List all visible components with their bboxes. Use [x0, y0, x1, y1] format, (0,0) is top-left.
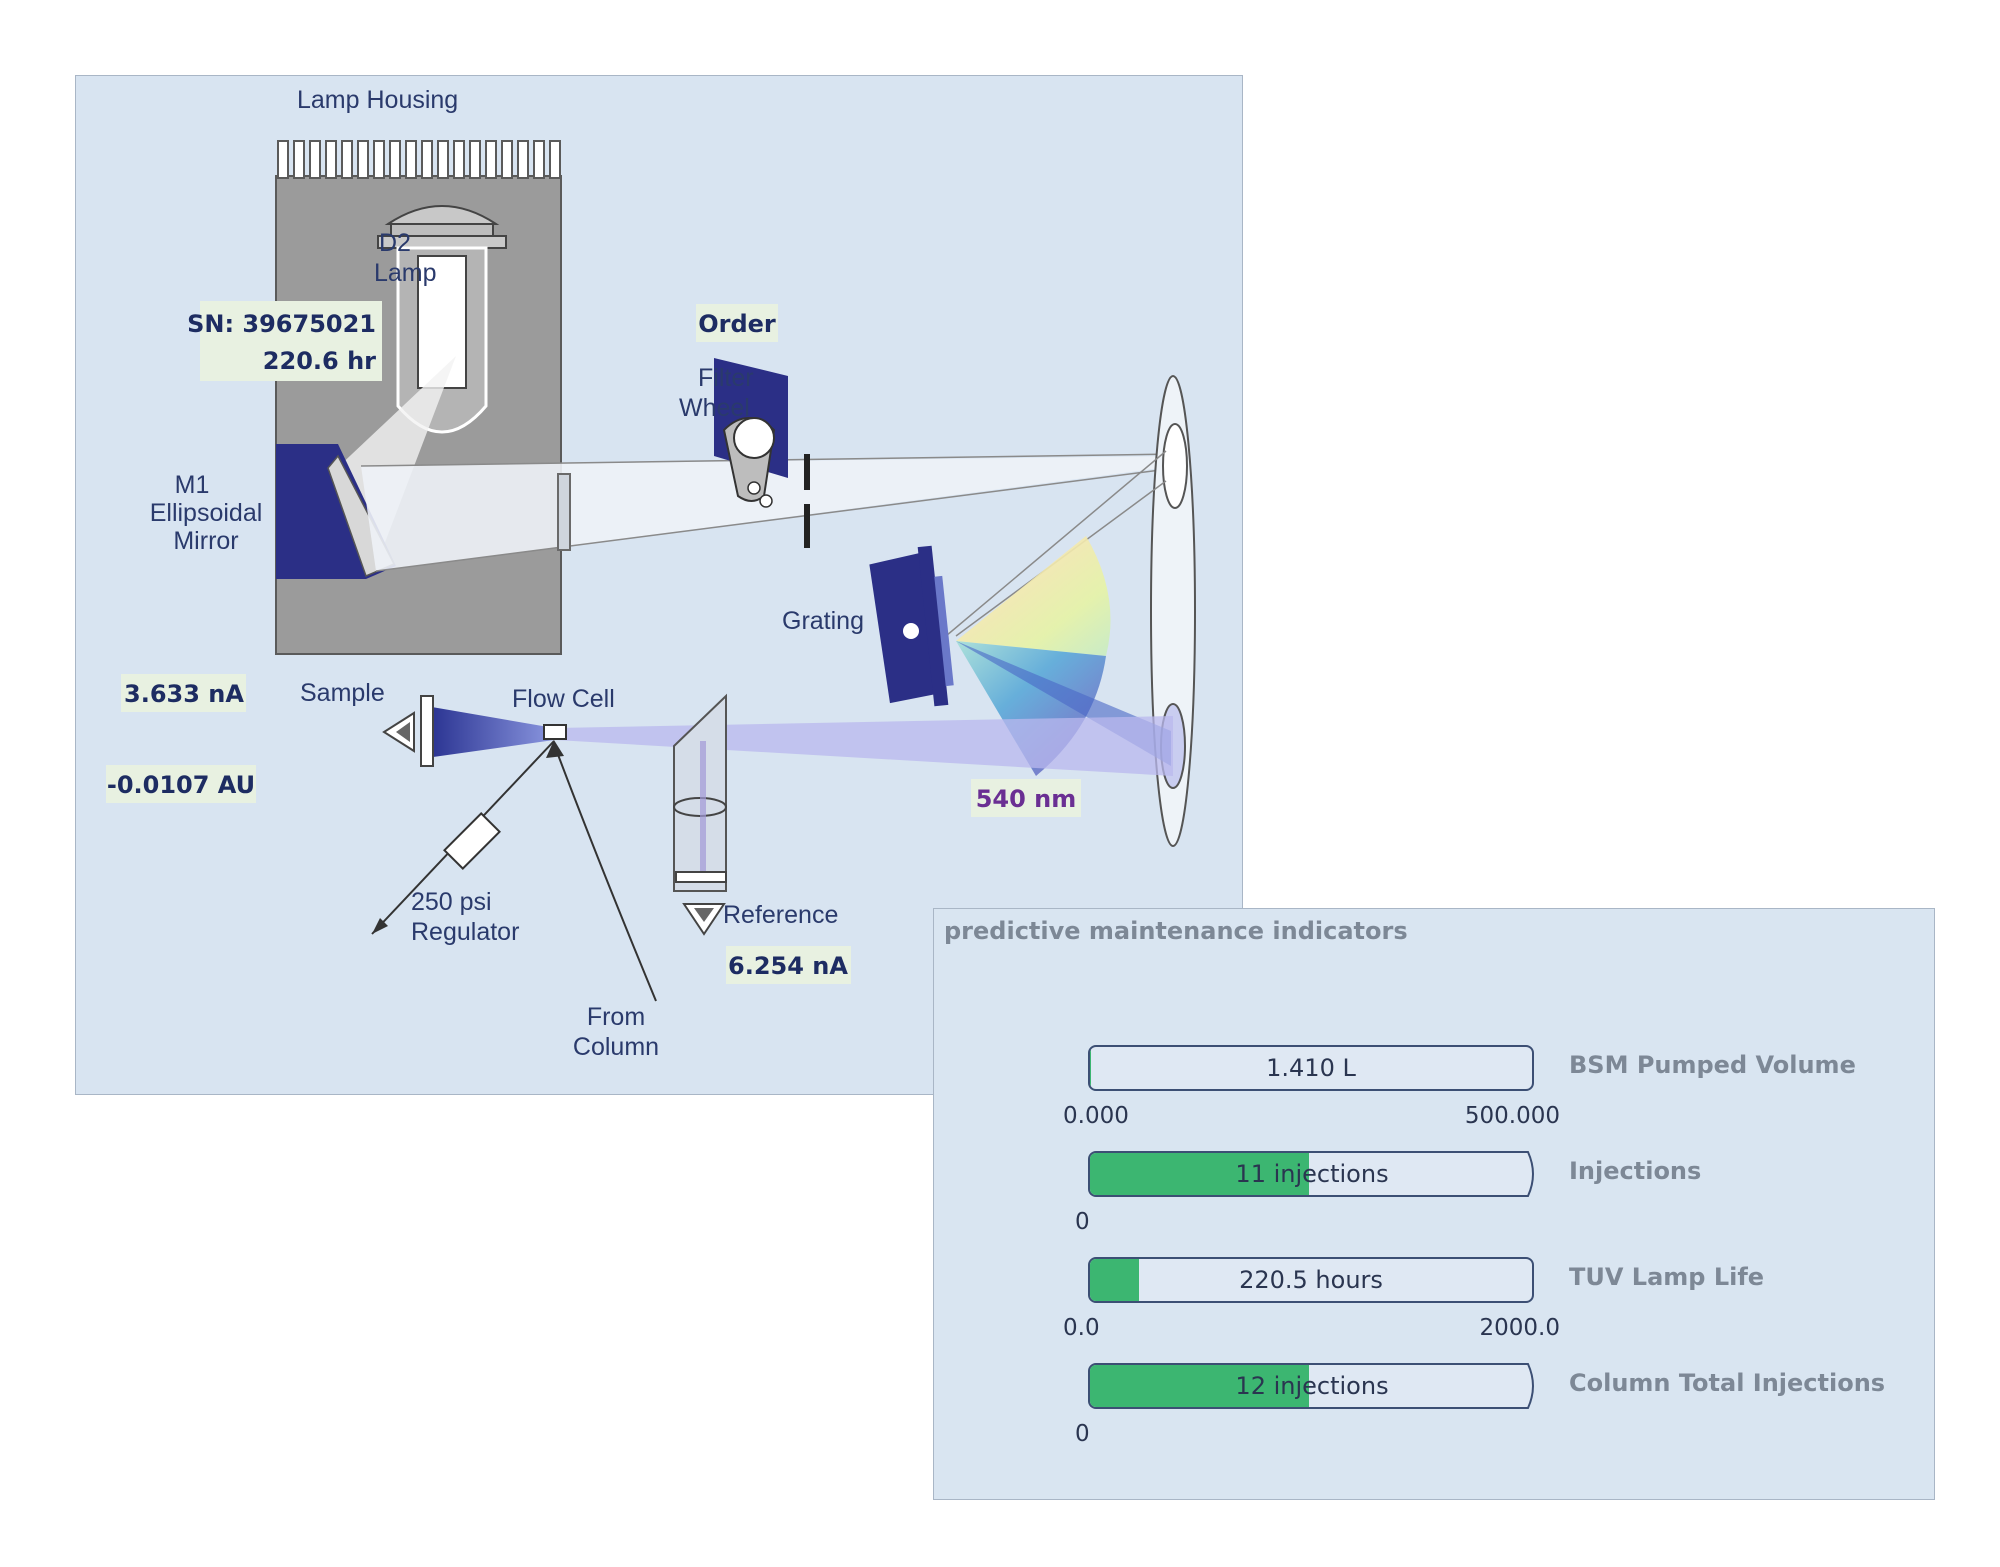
lamp-life-label: TUV Lamp Life	[1569, 1263, 1765, 1291]
injections-bar-open-end	[1524, 1151, 1534, 1197]
spectrum-visible	[956, 536, 1111, 656]
m1-label: M1	[175, 471, 210, 499]
lamp-hours: 220.6 hr	[263, 347, 376, 375]
flow-cell-label: Flow Cell	[512, 685, 615, 713]
inlet-arrow	[546, 740, 564, 758]
detector-optics-diagram: Lamp Housing D2 Lamp M1 Ellipsoidal Mirr…	[75, 75, 1243, 1095]
optics-diagram-svg: Lamp Housing D2 Lamp M1 Ellipsoidal Mirr…	[106, 86, 1196, 1061]
bsm-volume-label: BSM Pumped Volume	[1569, 1051, 1856, 1079]
order-label: Order	[698, 310, 776, 338]
beam-edge-lower	[375, 467, 1177, 572]
sample-detector	[382, 711, 415, 753]
indicator-column-total-injections: 12 injections 0 Column Total Injections	[934, 1363, 1936, 1473]
grating-label: Grating	[782, 607, 864, 635]
lamp-info-readout: SN: 39675021 220.6 hr	[187, 301, 382, 381]
injections-value: 11 injections	[1235, 1160, 1389, 1188]
reference-current-readout: 6.254 nA	[726, 946, 851, 984]
flow-cell-beam	[556, 716, 1173, 776]
d2-label: D2	[379, 229, 411, 257]
flow-cell	[543, 724, 567, 740]
column-injections-min: 0	[1075, 1421, 1090, 1447]
column-injections-bar: 12 injections	[1088, 1363, 1528, 1409]
grating-beam-upper	[945, 450, 1167, 637]
column-label: Column	[573, 1033, 659, 1061]
panel-title: predictive maintenance indicators	[944, 917, 1408, 945]
lamp-life-min: 0.0	[1063, 1315, 1100, 1341]
reference-detector	[682, 903, 726, 936]
main-beam	[361, 456, 1176, 571]
entrance-slit-lower	[804, 504, 810, 548]
sample-window	[420, 695, 434, 767]
predictive-maintenance-panel: predictive maintenance indicators 1.410 …	[933, 908, 1935, 1500]
column-injections-label: Column Total Injections	[1569, 1369, 1886, 1397]
grating	[869, 545, 954, 707]
injections-bar: 11 injections	[1088, 1151, 1528, 1197]
heat-sink-fins	[277, 140, 561, 179]
filter-wheel	[714, 358, 788, 508]
housing-window	[557, 473, 571, 551]
wavelength-value: 540 nm	[976, 785, 1077, 813]
column-injections-value: 12 injections	[1235, 1372, 1389, 1400]
indicator-injections: 11 injections 0 Injections	[934, 1151, 1936, 1261]
injections-label: Injections	[1569, 1157, 1702, 1185]
column-inlet-line	[553, 743, 657, 1002]
d2-lamp	[377, 205, 507, 434]
psi-regulator	[443, 812, 501, 870]
lamp-serial-number: SN: 39675021	[187, 310, 376, 338]
regulator-label: Regulator	[411, 918, 519, 946]
sample-label: Sample	[300, 679, 385, 707]
lamp-life-value: 220.5 hours	[1239, 1266, 1383, 1294]
entrance-slit-upper	[804, 454, 810, 490]
column-injections-fill	[1090, 1365, 1309, 1407]
sample-beam	[426, 706, 554, 758]
bsm-volume-bar: 1.410 L	[1088, 1045, 1534, 1091]
filter-label: Filter	[698, 364, 754, 392]
indicator-bsm-pumped-volume: 1.410 L 0.000 500.000 BSM Pumped Volume	[934, 1045, 1936, 1155]
injections-min: 0	[1075, 1209, 1090, 1235]
outlet-arrow	[372, 918, 388, 934]
order-readout: Order	[696, 304, 778, 342]
column-injections-bar-open-end	[1524, 1363, 1534, 1409]
mirror-label: Mirror	[173, 527, 238, 555]
beam-splitter	[673, 693, 727, 892]
wheel-label: Wheel	[679, 394, 750, 422]
indicator-tuv-lamp-life: 220.5 hours 0.0 2000.0 TUV Lamp Life	[934, 1257, 1936, 1367]
ellipsoidal-label: Ellipsoidal	[150, 499, 263, 527]
reference-current: 6.254 nA	[728, 952, 848, 980]
absorbance-value: -0.0107 AU	[107, 771, 255, 799]
sample-current-readout: 3.633 nA	[121, 674, 246, 712]
lamp-life-bar: 220.5 hours	[1088, 1257, 1534, 1303]
absorbance-readout: -0.0107 AU	[106, 765, 256, 803]
psi-label: 250 psi	[411, 888, 492, 916]
sample-current: 3.633 nA	[124, 680, 244, 708]
reference-label: Reference	[723, 901, 838, 929]
lamp-life-fill	[1090, 1259, 1139, 1301]
lamp-label: Lamp	[374, 259, 437, 287]
bsm-volume-value: 1.410 L	[1266, 1054, 1356, 1082]
bsm-volume-max: 500.000	[1464, 1103, 1560, 1129]
bsm-volume-fill	[1090, 1047, 1092, 1089]
lamp-housing-label: Lamp Housing	[297, 86, 458, 114]
wavelength-readout: 540 nm	[971, 779, 1081, 817]
from-label: From	[587, 1003, 645, 1031]
bsm-volume-min: 0.000	[1063, 1103, 1129, 1129]
lamp-life-max: 2000.0	[1479, 1315, 1560, 1341]
injections-fill	[1090, 1153, 1309, 1195]
